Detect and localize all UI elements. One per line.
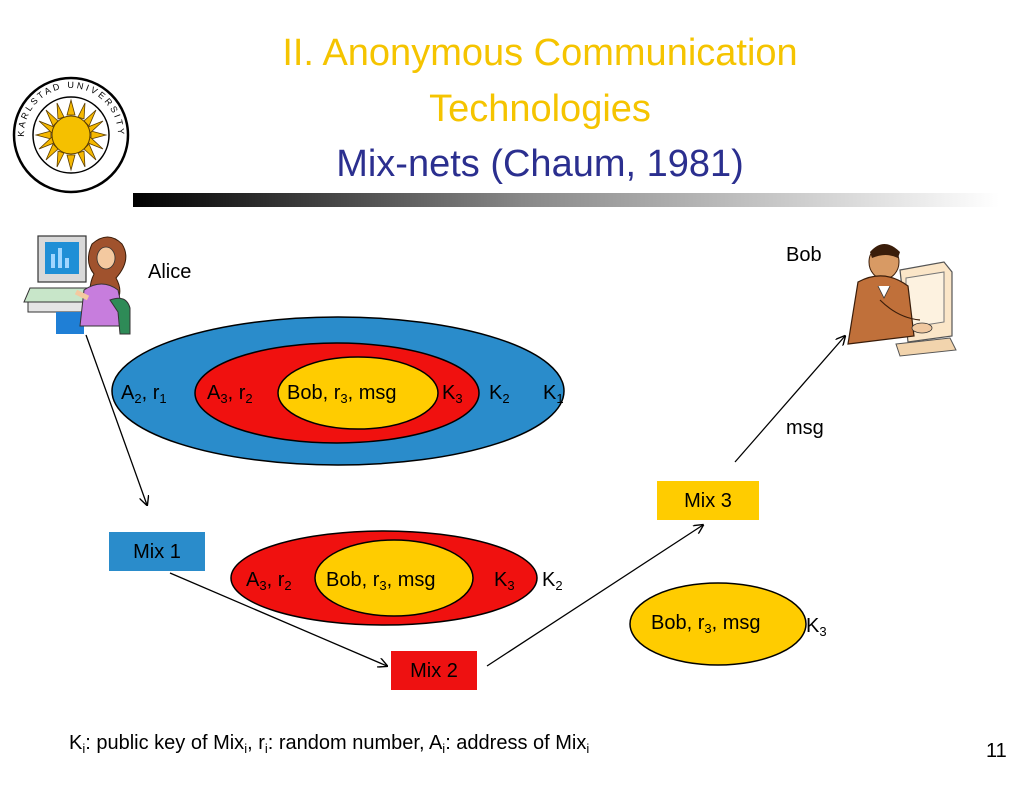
bob-computer-icon [847,244,957,357]
slide-title-line2: Technologies [429,88,651,130]
sun-icon [51,115,91,155]
onion2-inner-layer [314,539,474,617]
mix3-label: Mix 3 [684,490,732,512]
onion1-address-a3: A3, r2 [207,382,253,406]
mix2-label: Mix 2 [410,660,458,682]
arrow-mix3-to-bob [734,336,845,463]
arrow-mix1-to-mix2 [169,572,387,666]
arrow-mix2-to-mix3 [486,525,703,667]
onion1-key-k1: K1 [543,382,564,406]
onion1-address-a2: A2, r1 [121,382,167,406]
arrow-alice-to-mix1 [85,334,147,505]
msg-label: msg [786,417,824,439]
alice-computer-icon [23,235,131,335]
onion2-key-k3: K3 [494,569,515,593]
onion3-key-k3: K3 [806,615,827,639]
mix2-box [391,651,477,690]
onion2-core-payload: Bob, r3, msg [326,569,436,593]
onion2-key-k2: K2 [542,569,563,593]
slide-subtitle: Mix-nets (Chaum, 1981) [336,143,744,185]
mix1-box [109,532,205,571]
slide-title-line1: II. Anonymous Communication [282,32,798,74]
mix3-box [657,481,759,520]
legend-text: Ki: public key of Mixi, ri: random numbe… [69,732,590,756]
onion3-layer [629,582,807,666]
alice-label: Alice [148,261,192,283]
onion3-core-payload: Bob, r3, msg [651,612,761,636]
onion1-core-payload: Bob, r3, msg [287,382,397,406]
university-logo: KARLSTAD UNIVERSITY [12,76,130,194]
bob-label: Bob [786,244,822,266]
header-gradient-bar [133,193,999,207]
onion2-address-a3: A3, r2 [246,569,292,593]
onion1-inner-layer [277,356,439,430]
sun-rays-icon [34,98,108,172]
page-number: 11 [986,740,1007,762]
onion1-key-k3: K3 [442,382,463,406]
onion1-key-k2: K2 [489,382,510,406]
mix1-label: Mix 1 [133,541,181,563]
